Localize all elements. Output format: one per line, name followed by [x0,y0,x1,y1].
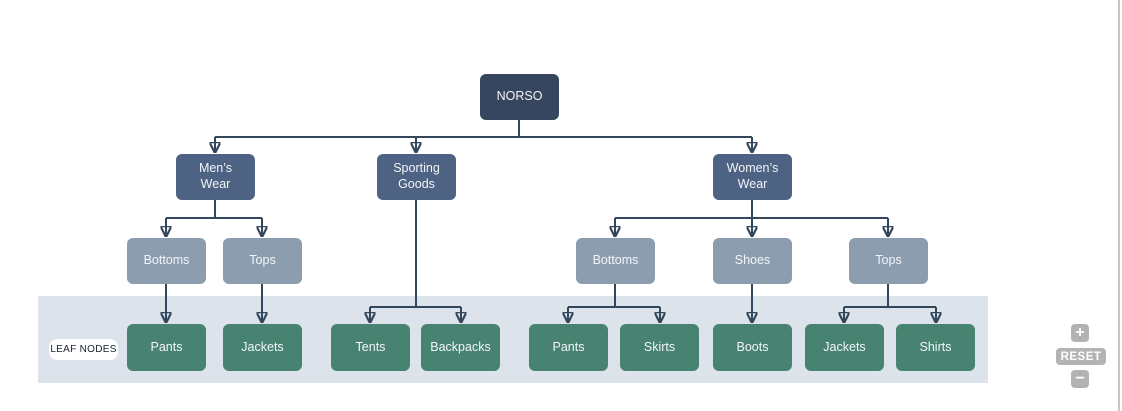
node-tops-mens[interactable]: Tops [223,238,302,284]
node-bottoms-womens[interactable]: Bottoms [576,238,655,284]
node-mens-wear[interactable]: Men’s Wear [176,154,255,200]
node-jackets-womens[interactable]: Jackets [805,324,884,371]
node-womens-wear[interactable]: Women’s Wear [713,154,792,200]
zoom-in-button[interactable]: + [1071,324,1089,342]
node-shirts[interactable]: Shirts [896,324,975,371]
node-skirts[interactable]: Skirts [620,324,699,371]
panel-right-border [1118,0,1120,411]
node-shoes[interactable]: Shoes [713,238,792,284]
node-tops-womens[interactable]: Tops [849,238,928,284]
minus-icon: − [1075,370,1085,387]
node-bottoms-mens[interactable]: Bottoms [127,238,206,284]
zoom-out-button[interactable]: − [1071,370,1089,388]
plus-icon: + [1075,324,1085,341]
node-pants-mens[interactable]: Pants [127,324,206,371]
node-sporting-goods[interactable]: Sporting Goods [377,154,456,200]
leaf-nodes-label: LEAF NODES [49,339,118,360]
node-norso[interactable]: NORSO [480,74,559,120]
reset-button[interactable]: RESET [1056,348,1106,365]
node-boots[interactable]: Boots [713,324,792,371]
node-jackets-mens[interactable]: Jackets [223,324,302,371]
node-tents[interactable]: Tents [331,324,410,371]
node-pants-womens[interactable]: Pants [529,324,608,371]
node-backpacks[interactable]: Backpacks [421,324,500,371]
